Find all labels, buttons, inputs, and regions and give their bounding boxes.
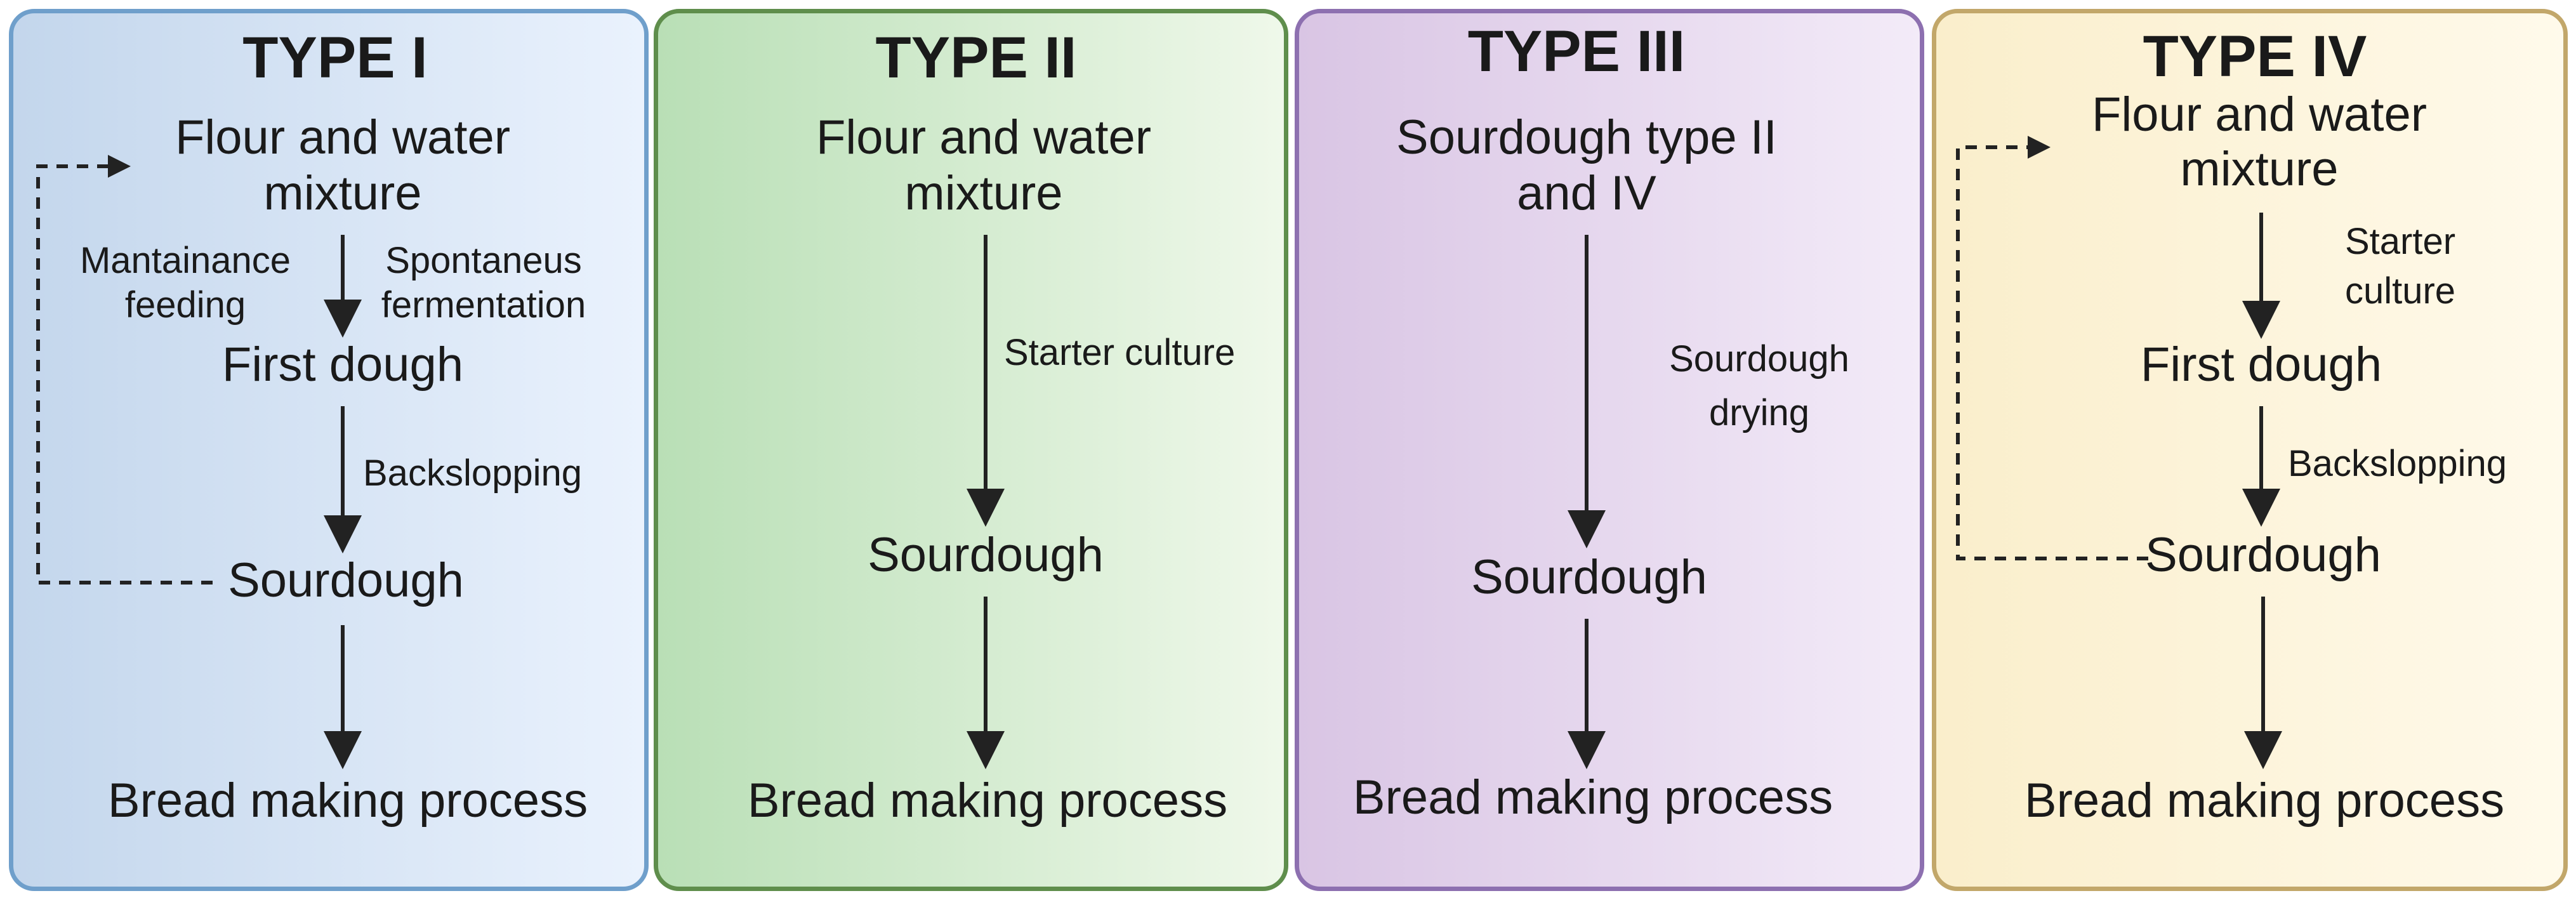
type-1-first-dough: First dough: [222, 338, 463, 392]
type-1-bread-process: Bread making process: [108, 774, 588, 828]
type-1-spontaneous-label-line2: fermentation: [381, 284, 586, 326]
type-2-bread-process: Bread making process: [748, 774, 1227, 828]
type-3-start-line2: and IV: [1517, 166, 1656, 220]
type-1-feedback-dashed-arrow: [36, 155, 213, 585]
type-1-spontaneous-label-line1: Spontaneus: [385, 240, 582, 281]
type-1-maintenance-label-line1: Mantainance: [80, 240, 291, 281]
type-4-starter-label-line2: culture: [2345, 270, 2455, 312]
type-4-starter-label-line1: Starter: [2345, 221, 2455, 262]
type-3-bread-process: Bread making process: [1353, 770, 1833, 824]
type-2-starter-culture-label: Starter culture: [1004, 332, 1235, 373]
type-3-title: TYPE III: [1468, 19, 1686, 84]
type-4-backslopping-label: Backslopping: [2288, 443, 2507, 484]
type-1-flour-line2: mixture: [263, 166, 421, 220]
type-2-flour-line1: Flour and water: [816, 110, 1151, 164]
type-4-sourdough: Sourdough: [2145, 528, 2381, 582]
type-4-group: TYPE IV Flour and water mixture Starter …: [1956, 24, 2507, 828]
type-4-flour-line1: Flour and water: [2092, 88, 2427, 142]
type-3-group: TYPE III Sourdough type II and IV Sourdo…: [1353, 19, 1849, 824]
type-1-group: TYPE I Flour and water mixture Mantainan…: [36, 25, 588, 828]
type-4-feedback-dashed-arrow: [1956, 136, 2148, 560]
type-4-flour-line2: mixture: [2180, 142, 2338, 196]
panel-type-3: [1295, 9, 1924, 891]
type-3-sourdough: Sourdough: [1471, 550, 1707, 604]
type-1-maintenance-label-line2: feeding: [125, 284, 246, 326]
type-4-first-dough: First dough: [2141, 338, 2382, 392]
type-3-drying-label-line1: Sourdough: [1669, 338, 1849, 380]
type-2-flour-line2: mixture: [904, 166, 1062, 220]
type-1-title: TYPE I: [242, 25, 427, 90]
type-4-title: TYPE IV: [2143, 24, 2367, 89]
type-2-sourdough: Sourdough: [868, 528, 1104, 582]
type-1-backslopping-label: Backslopping: [363, 452, 582, 494]
type-2-title: TYPE II: [876, 25, 1077, 90]
type-1-sourdough: Sourdough: [228, 553, 464, 607]
type-2-group: TYPE II Flour and water mixture Starter …: [748, 25, 1235, 828]
type-3-drying-label-line2: drying: [1709, 392, 1809, 433]
type-4-bread-process: Bread making process: [2024, 774, 2504, 828]
type-1-flour-line1: Flour and water: [175, 110, 510, 164]
type-3-start-line1: Sourdough type II: [1396, 110, 1777, 164]
